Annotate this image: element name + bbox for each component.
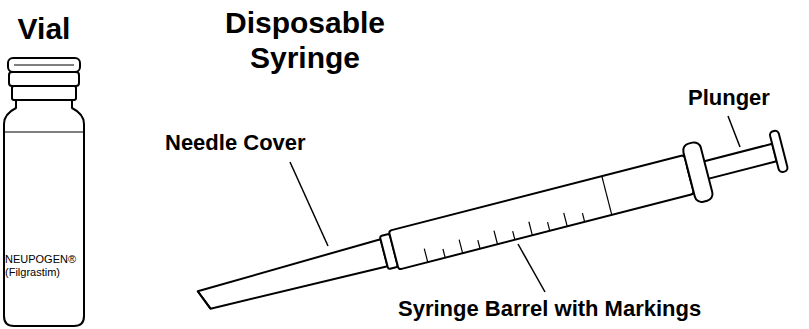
part-name: Syringe Barrel with Markings bbox=[398, 297, 701, 321]
part-name: Plunger bbox=[688, 86, 770, 110]
part-name: Needle Cover bbox=[165, 131, 306, 155]
vial-label-text: NEUPOGEN® (Filgrastim) bbox=[5, 253, 81, 278]
leader-lines bbox=[290, 116, 740, 292]
vial-drawing bbox=[4, 58, 84, 326]
vial: VialNEUPOGEN® (Filgrastim) bbox=[2, 0, 86, 329]
syringe-heading: Disposable Syringe bbox=[190, 6, 420, 75]
vial-heading: Vial bbox=[2, 12, 86, 45]
